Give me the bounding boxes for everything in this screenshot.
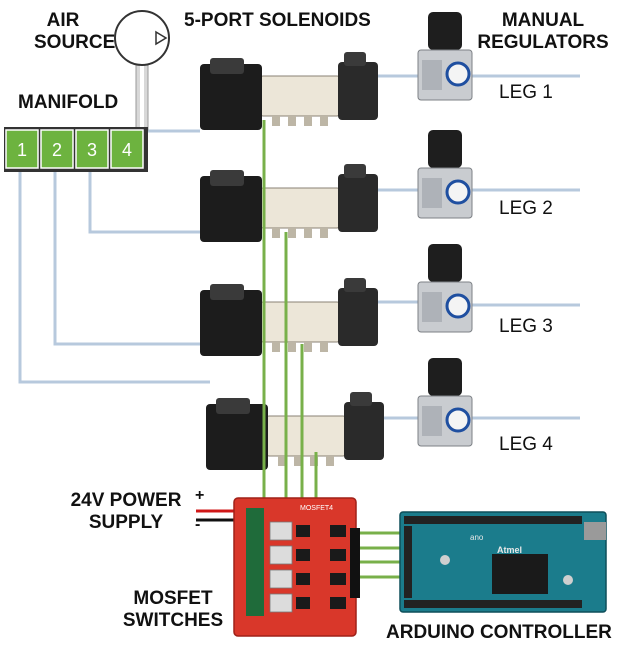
solenoid-valve [200, 278, 378, 356]
manifold-port: 2 [40, 129, 74, 169]
mosfet-label-line2: SWITCHES [122, 610, 224, 631]
regulators-label-line1: MANUAL [501, 10, 585, 31]
manifold-port: 4 [110, 129, 144, 169]
leg-label: LEG 1 [499, 82, 553, 103]
manual-regulator [417, 244, 473, 333]
manifold-label: MANIFOLD [18, 92, 119, 113]
arduino-board: Atmel ano [399, 511, 607, 613]
manual-regulator [417, 358, 473, 447]
solenoid-valve [200, 52, 378, 130]
power-supply-label: 24V POWER SUPPLY [62, 490, 190, 534]
manifold-ports: 1 2 3 4 [5, 129, 144, 169]
atmel-logo: Atmel [497, 545, 522, 555]
manifold-port: 1 [5, 129, 39, 169]
regulators-label: MANUAL REGULATORS [468, 10, 618, 54]
air-line-port1 [18, 172, 210, 384]
manual-regulator [417, 12, 473, 101]
manifold-port-number: 1 [17, 140, 27, 160]
solenoid-valve [206, 392, 384, 470]
air-source-symbol [114, 10, 170, 131]
solenoid-valves [200, 52, 384, 470]
arduino-controller-label: ARDUINO CONTROLLER [386, 622, 612, 643]
regulators-label-line2: REGULATORS [477, 32, 609, 53]
leg-label: LEG 2 [499, 198, 553, 219]
air-source-label: AIR SOURCE [34, 10, 116, 54]
air-line-port3 [88, 172, 200, 234]
power-positive-sign: + [195, 487, 205, 504]
mosfet-transistor [269, 593, 346, 613]
signal-wires [262, 120, 405, 579]
air-line-port2 [53, 172, 200, 346]
power-supply-label-line2: SUPPLY [88, 512, 164, 533]
mosfet-board: MOSFET4 [233, 497, 360, 637]
leg-label: LEG 3 [499, 316, 553, 337]
manual-regulator [417, 130, 473, 219]
air-source-label-line2: SOURCE [34, 32, 116, 53]
mosfet-transistor [269, 521, 346, 541]
mosfet-transistor [269, 569, 346, 589]
mosfet-label-line1: MOSFET [133, 588, 213, 609]
solenoid-valve [200, 164, 378, 242]
arduino-brand: ano [470, 533, 484, 542]
mosfet-transistors [269, 521, 346, 613]
leg-label: LEG 4 [499, 434, 553, 455]
manifold-port-number: 3 [87, 140, 97, 160]
mosfet-transistor [269, 545, 346, 565]
solenoids-label: 5-PORT SOLENOIDS [184, 10, 371, 31]
manual-regulators [417, 12, 473, 447]
manifold-port: 3 [75, 129, 109, 169]
manifold-port-number: 2 [52, 140, 62, 160]
mosfet-board-label: MOSFET4 [300, 505, 333, 512]
air-source-label-line1: AIR [46, 10, 80, 31]
power-supply-label-line1: 24V POWER [70, 490, 182, 511]
power-negative-sign: - [195, 516, 201, 533]
mosfet-switches-label: MOSFET SWITCHES [118, 588, 228, 632]
manifold-port-number: 4 [122, 140, 132, 160]
